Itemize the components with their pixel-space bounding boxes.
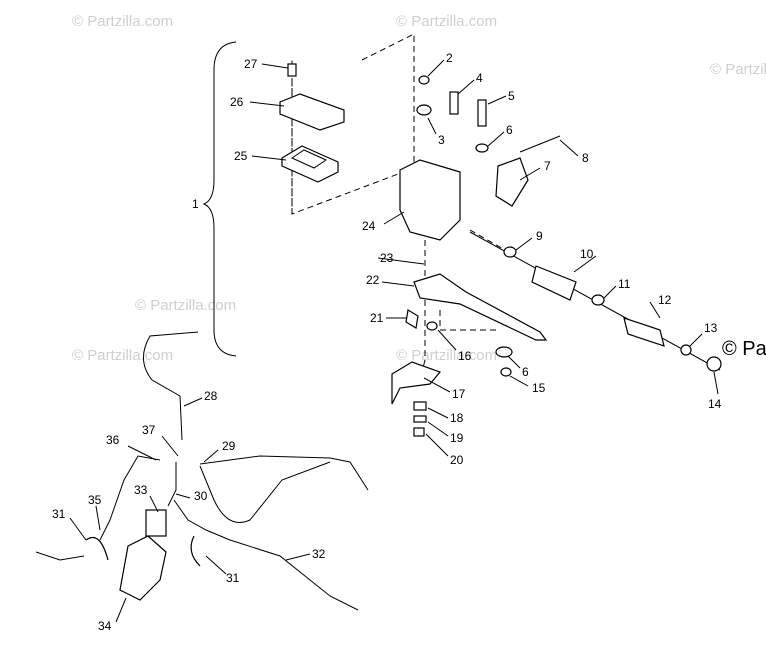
callout-29: 29	[222, 439, 236, 453]
callout-21: 21	[370, 311, 384, 325]
cap-screw	[287, 63, 297, 77]
screw	[413, 427, 425, 437]
junction-block	[145, 509, 167, 537]
callout-27: 27	[244, 57, 258, 71]
callout-10: 10	[580, 247, 594, 261]
callout-35: 35	[88, 493, 102, 507]
watermark-text: © Partzilla.com	[135, 297, 236, 314]
piston	[623, 317, 665, 347]
washer	[418, 75, 430, 85]
callout-32: 32	[312, 547, 326, 561]
reservoir-gasket	[281, 145, 339, 183]
collar	[413, 401, 427, 411]
spring	[405, 309, 419, 329]
callout-15: 15	[532, 381, 546, 395]
callout-16: 16	[458, 349, 472, 363]
callout-14: 14	[708, 397, 722, 411]
callout-12: 12	[658, 293, 672, 307]
callout-30: 30	[194, 489, 208, 503]
callout-34: 34	[98, 619, 112, 633]
watermark-text: © Partzilla.com	[72, 13, 173, 30]
hose-clamp	[85, 536, 109, 561]
watermark-text: © Partzilla.com	[396, 13, 497, 30]
callout-23: 23	[380, 251, 394, 265]
callout-26: 26	[230, 95, 244, 109]
reservoir-parts	[279, 63, 345, 183]
reservoir-cap	[279, 93, 345, 131]
boot	[531, 265, 577, 301]
watermark-text: © Partzilla.com	[396, 347, 497, 364]
callout-3: 3	[438, 133, 445, 147]
washer	[495, 346, 513, 358]
clamp-screw	[519, 135, 561, 153]
callout-5: 5	[508, 89, 515, 103]
callout-31b: 31	[226, 571, 240, 585]
callout-9: 9	[536, 229, 543, 243]
callout-17: 17	[452, 387, 466, 401]
bracket	[391, 361, 442, 405]
assembly-brace: 1	[192, 41, 237, 357]
callout-31: 31	[52, 507, 66, 521]
callout-28: 28	[204, 389, 218, 403]
brake-lines	[35, 331, 369, 611]
callout-36: 36	[106, 433, 120, 447]
callout-labels: 27 26 25 2 3 4 5 6 8 7 24 9 10 23 22 11 …	[52, 51, 722, 633]
master-cylinder-body	[399, 159, 461, 241]
callout-18: 18	[450, 411, 464, 425]
lever-assembly	[391, 246, 722, 437]
callout-11: 11	[618, 277, 631, 291]
nut	[500, 367, 512, 377]
callout-8: 8	[582, 151, 589, 165]
hose-clamp	[190, 535, 201, 567]
callout-25: 25	[234, 149, 248, 163]
leader-lines	[69, 59, 719, 623]
pin	[477, 99, 487, 127]
callout-2: 2	[446, 51, 453, 65]
washer	[503, 246, 517, 258]
o-ring	[680, 344, 692, 356]
bushing	[426, 321, 438, 331]
washer	[475, 143, 489, 153]
bolt	[449, 91, 459, 115]
callout-4: 4	[476, 71, 483, 85]
callout-22: 22	[366, 273, 380, 287]
brake-lever	[413, 273, 548, 341]
callout-37: 37	[142, 423, 156, 437]
washer	[416, 104, 432, 116]
callout-24: 24	[362, 219, 376, 233]
snap-ring	[706, 356, 722, 372]
callout-20: 20	[450, 453, 464, 467]
callout-6b: 6	[522, 365, 529, 379]
callout-7: 7	[544, 159, 551, 173]
clamp	[495, 157, 529, 207]
watermark-edge-text: © Pa	[722, 338, 766, 360]
callout-6: 6	[506, 123, 513, 137]
master-cylinder	[399, 75, 561, 241]
manifold	[119, 535, 167, 601]
washer	[591, 294, 605, 306]
callout-19: 19	[450, 431, 464, 445]
watermark-text: © Partzilla.com	[72, 347, 173, 364]
assembly-label: 1	[192, 197, 199, 211]
callout-33: 33	[134, 483, 148, 497]
watermarks: © Partzilla.com © Partzilla.com © Partzi…	[72, 13, 766, 364]
washer	[413, 415, 427, 423]
watermark-text: © Partzilla.com	[710, 61, 766, 78]
callout-13: 13	[704, 321, 718, 335]
